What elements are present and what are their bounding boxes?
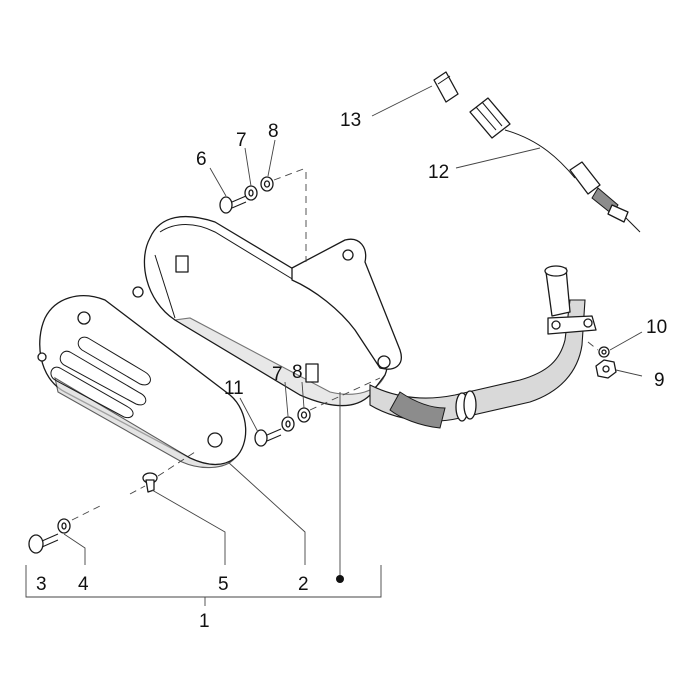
washer-8-top xyxy=(260,176,274,192)
leader-lines xyxy=(25,85,643,606)
reference-dot xyxy=(336,575,344,583)
body-bracket-side xyxy=(305,363,319,383)
washer-7-middle xyxy=(281,416,295,432)
washer-4 xyxy=(57,518,71,534)
body-hook xyxy=(132,286,144,298)
nut-9 xyxy=(595,359,617,379)
callout-12: 12 xyxy=(428,162,449,183)
exhaust-pipe xyxy=(369,265,597,429)
muffler-body xyxy=(132,216,389,407)
callout-2: 2 xyxy=(298,574,309,595)
callout-7-middle: 7 xyxy=(272,364,283,385)
screw-11 xyxy=(254,428,282,447)
callout-13: 13 xyxy=(340,110,361,131)
assembly-line-rivet-2 xyxy=(157,451,196,477)
callout-9: 9 xyxy=(654,370,665,391)
screw-3 xyxy=(28,533,59,554)
callout-8-top: 8 xyxy=(268,121,279,142)
assembly-line-right xyxy=(587,341,599,351)
heat-shield xyxy=(37,295,247,469)
sensor-connector xyxy=(433,71,459,103)
callout-7-top: 7 xyxy=(236,130,247,151)
screw-6 xyxy=(219,195,247,214)
washer-7-top xyxy=(244,185,258,201)
callout-10: 10 xyxy=(646,317,667,338)
body-bracket-top xyxy=(175,255,189,273)
callout-8-middle: 8 xyxy=(292,362,303,383)
rivet-5 xyxy=(142,472,158,493)
assembly-line-bottom-left xyxy=(71,505,101,521)
callout-1: 1 xyxy=(199,611,210,632)
callout-3: 3 xyxy=(36,574,47,595)
pipe-flange xyxy=(547,315,597,335)
assembly-line-top xyxy=(273,167,307,181)
callout-11: 11 xyxy=(224,378,244,399)
washer-10 xyxy=(598,346,610,358)
callouts: 6 7 8 13 12 10 9 11 7 8 3 4 5 2 1 xyxy=(36,110,667,632)
oxygen-sensor xyxy=(469,97,641,233)
mounting-bracket xyxy=(291,238,402,370)
callout-4: 4 xyxy=(78,574,89,595)
assembly-line-middle xyxy=(309,377,381,411)
assembly-line-rivet xyxy=(129,485,146,495)
washer-8-middle xyxy=(297,407,311,423)
callout-5: 5 xyxy=(218,574,229,595)
callout-6: 6 xyxy=(196,149,207,170)
